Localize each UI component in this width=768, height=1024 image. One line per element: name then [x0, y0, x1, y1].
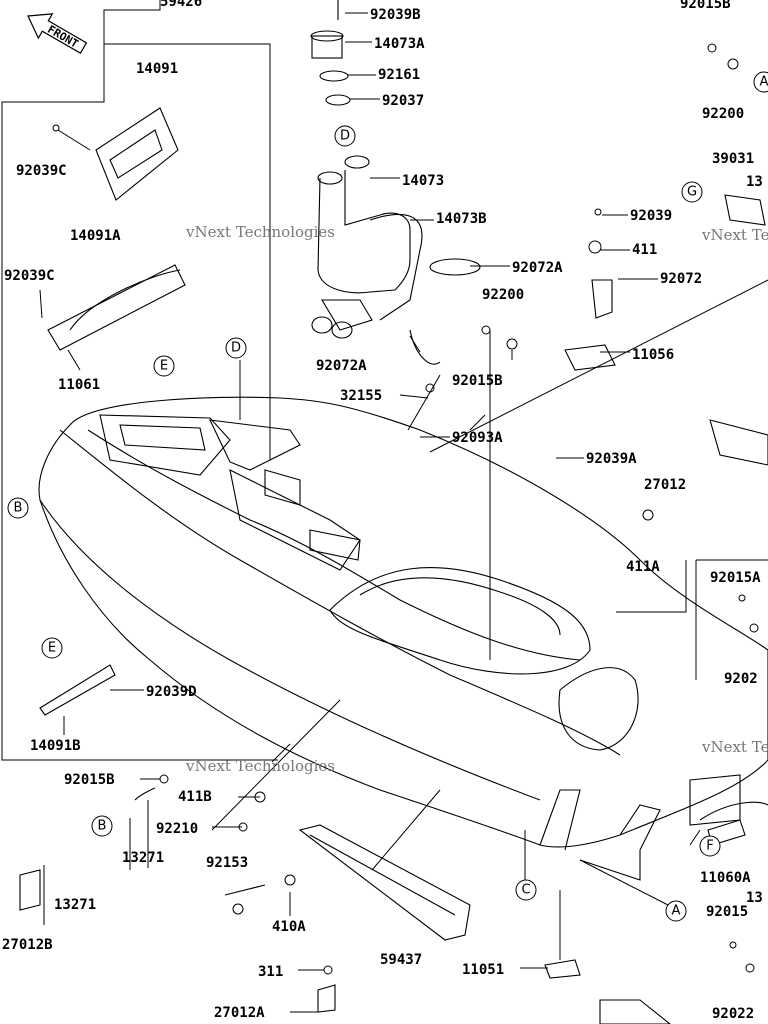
- watermark-text: vNext Technologies: [185, 223, 335, 241]
- svg-text:E: E: [160, 359, 168, 374]
- part-number: 92210: [156, 821, 198, 837]
- front-label: FRONT: [45, 23, 81, 51]
- front-arrow-icon: FRONT: [27, 13, 88, 55]
- part-number: 92153: [206, 855, 248, 871]
- callout-g: G: [681, 181, 703, 203]
- part-number: 92200: [482, 287, 524, 303]
- part-number: 11051: [462, 962, 504, 978]
- part-number: 92072A: [316, 358, 367, 374]
- part-number: 13: [746, 890, 763, 906]
- callout-b-left: B: [7, 497, 29, 519]
- part-number: 92161: [378, 67, 420, 83]
- svg-text:E: E: [48, 641, 56, 656]
- svg-text:B: B: [14, 501, 23, 516]
- callout-a-top-right: A: [753, 71, 768, 93]
- part-number: 92039C: [16, 163, 67, 179]
- part-number: 92037: [382, 93, 424, 109]
- part-number: 92039A: [586, 451, 637, 467]
- part-number: 92039C: [4, 268, 55, 284]
- svg-text:D: D: [340, 129, 350, 144]
- svg-text:B: B: [98, 819, 107, 834]
- watermark-text: vNext Technologies: [701, 226, 768, 244]
- part-number: 411A: [626, 559, 660, 575]
- svg-text:A: A: [672, 904, 681, 919]
- part-number: 92015B: [680, 0, 731, 12]
- callout-d-top: D: [334, 125, 356, 147]
- part-number: 92015A: [710, 570, 761, 586]
- callout-c: C: [515, 879, 537, 901]
- part-number: 92015B: [64, 772, 115, 788]
- part-number: 32155: [340, 388, 382, 404]
- watermark-text: vNext Technologies: [185, 757, 335, 775]
- part-number: 92015B: [452, 373, 503, 389]
- callout-f: F: [699, 835, 721, 857]
- svg-text:F: F: [706, 839, 713, 854]
- part-number: 13271: [122, 850, 164, 866]
- part-number: 92039: [630, 208, 672, 224]
- part-number: 92200: [702, 106, 744, 122]
- watermark-text: vNext Technologies: [701, 738, 768, 756]
- part-number: 11060A: [700, 870, 751, 886]
- callout-e-bottom: E: [41, 637, 63, 659]
- part-number: 11061: [58, 377, 100, 393]
- callout-e-top: E: [153, 355, 175, 377]
- part-number: 27012A: [214, 1005, 265, 1021]
- callout-a-bottom: A: [665, 900, 687, 922]
- part-number: 27012B: [2, 937, 53, 953]
- part-number: 9202: [724, 671, 758, 687]
- callout-d-mid: D: [225, 337, 247, 359]
- part-number: 311: [258, 964, 283, 980]
- part-number: 410A: [272, 919, 306, 935]
- svg-text:D: D: [231, 341, 241, 356]
- part-number: 14073: [402, 173, 444, 189]
- part-number: 92072A: [512, 260, 563, 276]
- part-number: 92093A: [452, 430, 503, 446]
- part-number: 92022: [712, 1006, 754, 1022]
- part-number: 59426: [160, 0, 202, 10]
- part-number: 92039D: [146, 684, 197, 700]
- part-number: 411: [632, 242, 657, 258]
- part-number: 13271: [54, 897, 96, 913]
- part-number: 92039B: [370, 7, 421, 23]
- part-number: 14091: [136, 61, 178, 77]
- part-number: 411B: [178, 789, 212, 805]
- svg-text:A: A: [760, 75, 768, 90]
- callout-b-bottom: B: [91, 815, 113, 837]
- part-number: 92015: [706, 904, 748, 920]
- part-number: 14091A: [70, 228, 121, 244]
- part-number: 14073B: [436, 211, 487, 227]
- part-number: 39031: [712, 151, 754, 167]
- svg-text:G: G: [687, 185, 697, 200]
- part-number: 92072: [660, 271, 702, 287]
- part-number: 27012: [644, 477, 686, 493]
- part-number: 11056: [632, 347, 674, 363]
- part-number: 14091B: [30, 738, 81, 754]
- part-number: 13: [746, 174, 763, 190]
- part-number: 14073A: [374, 36, 425, 52]
- svg-text:C: C: [521, 883, 530, 898]
- part-number: 59437: [380, 952, 422, 968]
